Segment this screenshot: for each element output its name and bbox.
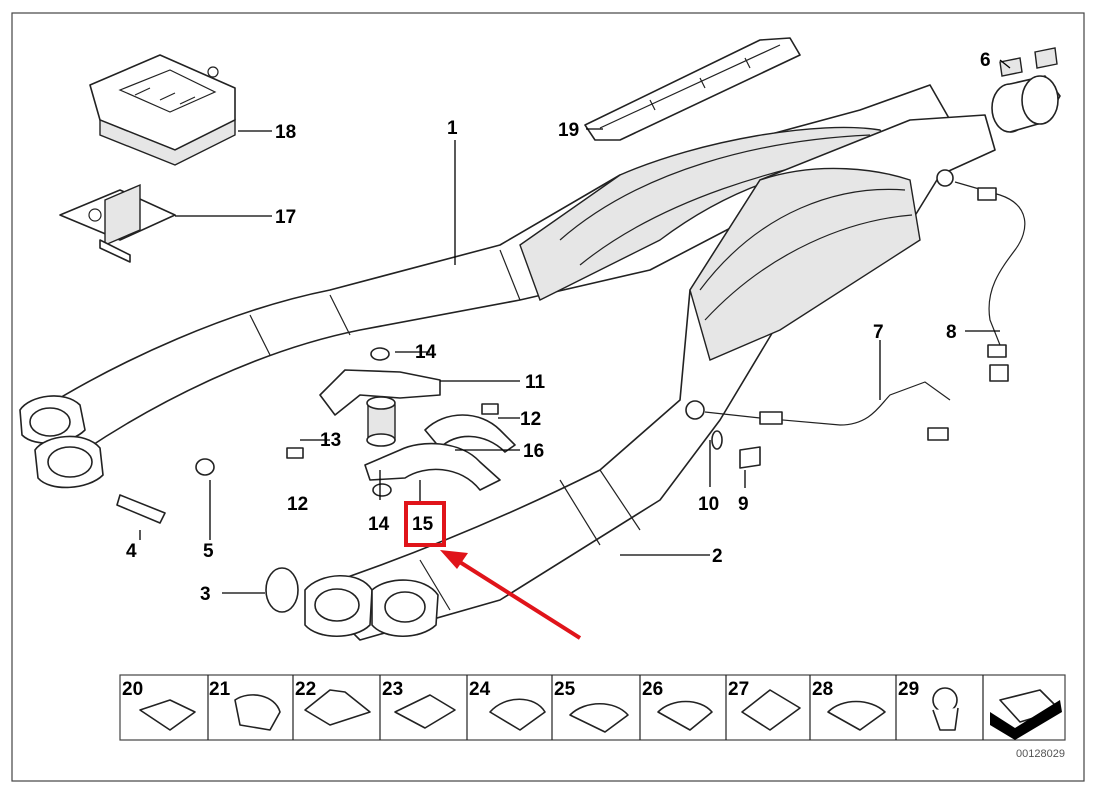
diagram-frame (11, 12, 1085, 782)
label-part-16: 16 (523, 441, 544, 462)
leader-lines (139, 59, 1011, 594)
label-part-8: 8 (946, 322, 957, 343)
label-clip-22: 22 (295, 679, 316, 700)
label-part-17: 17 (275, 207, 296, 228)
label-clip-25: 25 (554, 679, 576, 700)
label-part-2: 2 (712, 546, 723, 567)
clip-labels: 20 21 22 23 24 25 26 27 28 29 (122, 679, 919, 700)
label-part-10: 10 (698, 494, 719, 515)
label-part-13: 13 (320, 430, 341, 451)
label-part-12-left: 12 (287, 494, 308, 515)
label-clip-28: 28 (812, 679, 833, 700)
label-clip-20: 20 (122, 679, 143, 700)
label-part-9: 9 (738, 494, 749, 515)
label-part-1: 1 (447, 118, 458, 139)
highlight-arrow (453, 557, 582, 640)
part-labels: 1 2 3 4 5 6 7 8 9 10 11 12 12 13 14 14 1… (126, 50, 991, 605)
label-part-7: 7 (873, 322, 884, 343)
parts-9-16-mounting (116, 347, 761, 613)
label-clip-24: 24 (469, 679, 491, 700)
highlight-marker (404, 501, 582, 640)
highlight-arrowhead (440, 550, 468, 569)
part-6-clamp (991, 47, 1061, 133)
label-part-14-top: 14 (415, 342, 437, 363)
part-17-bracket (59, 183, 176, 263)
highlight-box (404, 501, 446, 547)
part-18-cover (89, 54, 236, 166)
label-part-3: 3 (200, 584, 211, 605)
label-clip-23: 23 (382, 679, 403, 700)
label-clip-21: 21 (209, 679, 231, 700)
part-7-sensor (685, 381, 951, 441)
label-part-11: 11 (525, 372, 546, 393)
label-clip-26: 26 (642, 679, 663, 700)
part-8-sensor (936, 169, 1026, 382)
part-19-shield (584, 37, 801, 141)
clip-strip (119, 674, 1066, 741)
label-part-6: 6 (980, 50, 991, 71)
part-2-rear-pipe (304, 114, 996, 641)
label-clip-29: 29 (898, 679, 919, 700)
label-part-12-right: 12 (520, 409, 541, 430)
label-part-4: 4 (126, 541, 137, 562)
label-part-14-bottom: 14 (368, 514, 390, 535)
label-part-18: 18 (275, 122, 296, 143)
label-part-5: 5 (203, 541, 214, 562)
catalog-number: 00128029 (1016, 748, 1065, 760)
label-part-19: 19 (558, 120, 579, 141)
label-part-15: 15 (412, 514, 434, 535)
label-clip-27: 27 (728, 679, 749, 700)
